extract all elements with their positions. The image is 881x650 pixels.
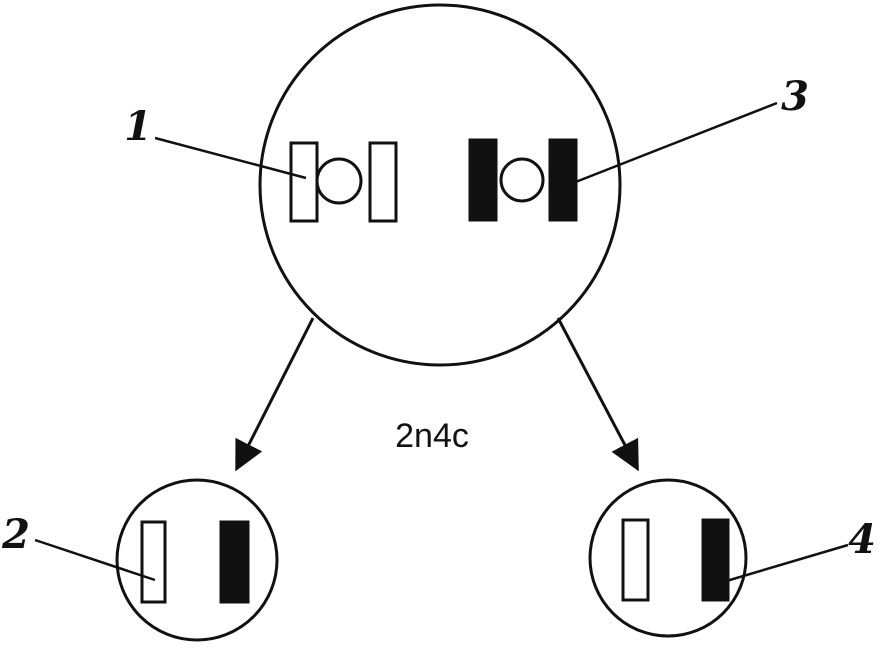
daughter-right-dark-chromatid	[701, 518, 730, 602]
formula-label: 2n4c	[395, 417, 469, 455]
dark-chromatid-right	[548, 138, 578, 222]
label-2: 2	[1, 511, 30, 558]
parent-cell	[258, 3, 622, 367]
daughter-right-light-chromatid	[621, 518, 650, 602]
light-chromatid-left	[289, 141, 319, 223]
daughter-left-light-chromatid	[140, 520, 167, 604]
dark-chromatid-left	[468, 138, 498, 222]
label-3: 3	[781, 73, 809, 120]
dark-centromere	[499, 157, 545, 203]
arrow-right	[556, 317, 639, 472]
label-1: 1	[124, 103, 152, 150]
daughter-left-dark-chromatid	[219, 520, 250, 604]
parent-cell-outline	[258, 3, 622, 367]
leader-line-2	[34, 538, 156, 582]
daughter-cell-right	[588, 478, 748, 638]
light-chromatid-right	[368, 141, 398, 223]
dark-chromosome-pair	[468, 138, 578, 222]
leader-line-3	[572, 101, 778, 185]
leader-line-4	[722, 543, 849, 584]
light-centromere	[315, 157, 363, 205]
leader-line-1	[154, 136, 307, 180]
label-4: 4	[848, 516, 876, 563]
daughter-cell-left	[115, 478, 279, 642]
light-chromosome-pair	[289, 141, 398, 223]
arrow-left	[235, 317, 315, 472]
